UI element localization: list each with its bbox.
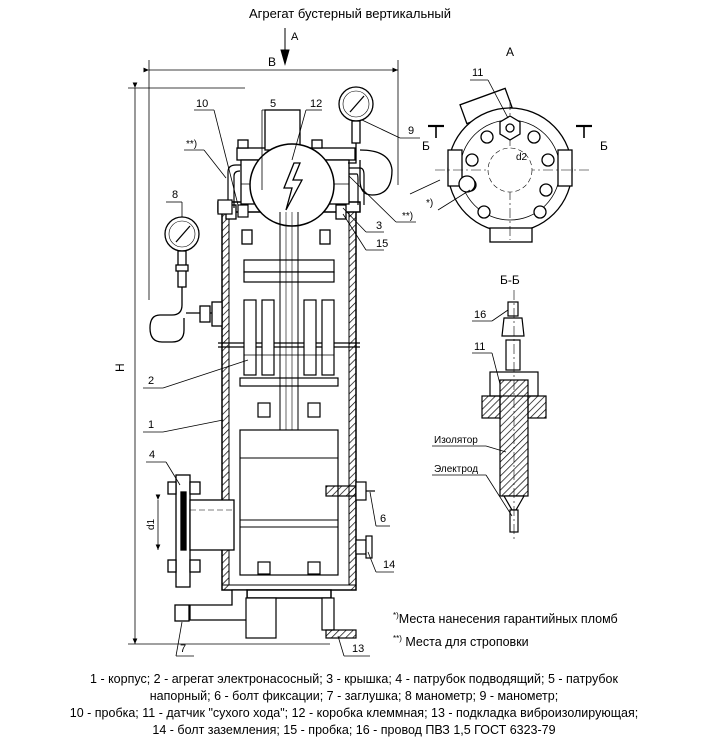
dimension-b: [143, 60, 399, 300]
callout-12: 12: [310, 98, 322, 110]
callout-13: 13: [352, 643, 364, 655]
note-lifting: **) Места для строповки: [393, 634, 529, 650]
dimension-d2-label: d2: [516, 152, 528, 163]
dimension-h-label: Н: [113, 363, 127, 372]
view-a-labels: А 11 Б Б d2 *): [422, 45, 608, 209]
view-a: [409, 87, 590, 243]
dimension-h: [128, 82, 330, 645]
parts-legend: 1 - корпус; 2 - агрегат электронасосный;…: [0, 671, 708, 739]
callout-11-top: 11: [472, 67, 483, 79]
dimension-d1-label: d1: [146, 518, 157, 530]
cut-label-right: Б: [600, 139, 608, 153]
insulator-label: Изолятор: [434, 435, 478, 446]
callout-16: 16: [474, 309, 486, 321]
legend-line-3: 10 - пробка; 11 - датчик "сухого хода"; …: [69, 706, 639, 720]
callout-numbers: 10 5 12 9 **) 8 **) 3 15 2 1 4 6 14 7 13: [148, 98, 414, 655]
callout-4: 4: [149, 449, 155, 461]
callout-14: 14: [383, 559, 395, 571]
electrode-label: Электрод: [434, 464, 478, 475]
callout-11-section: 11: [474, 341, 485, 353]
inlet-pipe: [167, 474, 235, 588]
callout-7: 7: [180, 643, 186, 655]
view-a-title: А: [506, 45, 514, 59]
view-arrow-a: [280, 28, 290, 66]
pressure-gauge-left: [149, 216, 223, 343]
callout-3: 3: [376, 220, 382, 232]
fixing-bolt: [325, 481, 375, 501]
callout-10: 10: [196, 98, 208, 110]
callout-2: 2: [148, 375, 154, 387]
legend-line-2: напорный; 6 - болт фиксации; 7 - заглушк…: [149, 689, 559, 703]
leader-lines: [143, 109, 420, 657]
callout-8: 8: [172, 189, 178, 201]
section-bb-labels: Б-Б 16 11 Изолятор Электрод: [434, 273, 520, 475]
view-a-leaders: [437, 79, 509, 211]
callout-5: 5: [270, 98, 276, 110]
dimension-b-label: В: [268, 55, 276, 69]
pump-unit: [239, 212, 339, 576]
callout-6: 6: [380, 513, 386, 525]
section-bb-title: Б-Б: [500, 273, 520, 287]
legend-line-4: 14 - болт заземления; 15 - пробка; 16 - …: [152, 723, 556, 737]
drawing-title: Агрегат бустерный вертикальный: [248, 6, 451, 21]
drain-plug: [174, 589, 248, 622]
cut-line-bb: [428, 124, 592, 138]
section-bb-leaders: [432, 309, 513, 517]
lifting-mark-right: **): [402, 211, 413, 222]
note-seals: *)Места нанесения гарантийных пломб: [393, 611, 618, 627]
connecting-pipes: [217, 164, 365, 218]
callout-9: 9: [408, 125, 414, 137]
ground-bolt: [355, 535, 373, 559]
legend-line-1: 1 - корпус; 2 - агрегат электронасосный;…: [90, 672, 618, 686]
notes-block: *)Места нанесения гарантийных пломб **) …: [393, 606, 618, 652]
vibration-pad: [245, 597, 357, 639]
pressure-gauge-right: [338, 86, 393, 196]
section-bb: [481, 290, 547, 540]
cut-label-left: Б: [422, 139, 430, 153]
seal-mark: *): [426, 198, 433, 209]
lifting-mark-left: **): [186, 139, 197, 150]
arrow-a-label: А: [291, 31, 299, 43]
callout-15: 15: [376, 238, 388, 250]
callout-1: 1: [148, 419, 154, 431]
